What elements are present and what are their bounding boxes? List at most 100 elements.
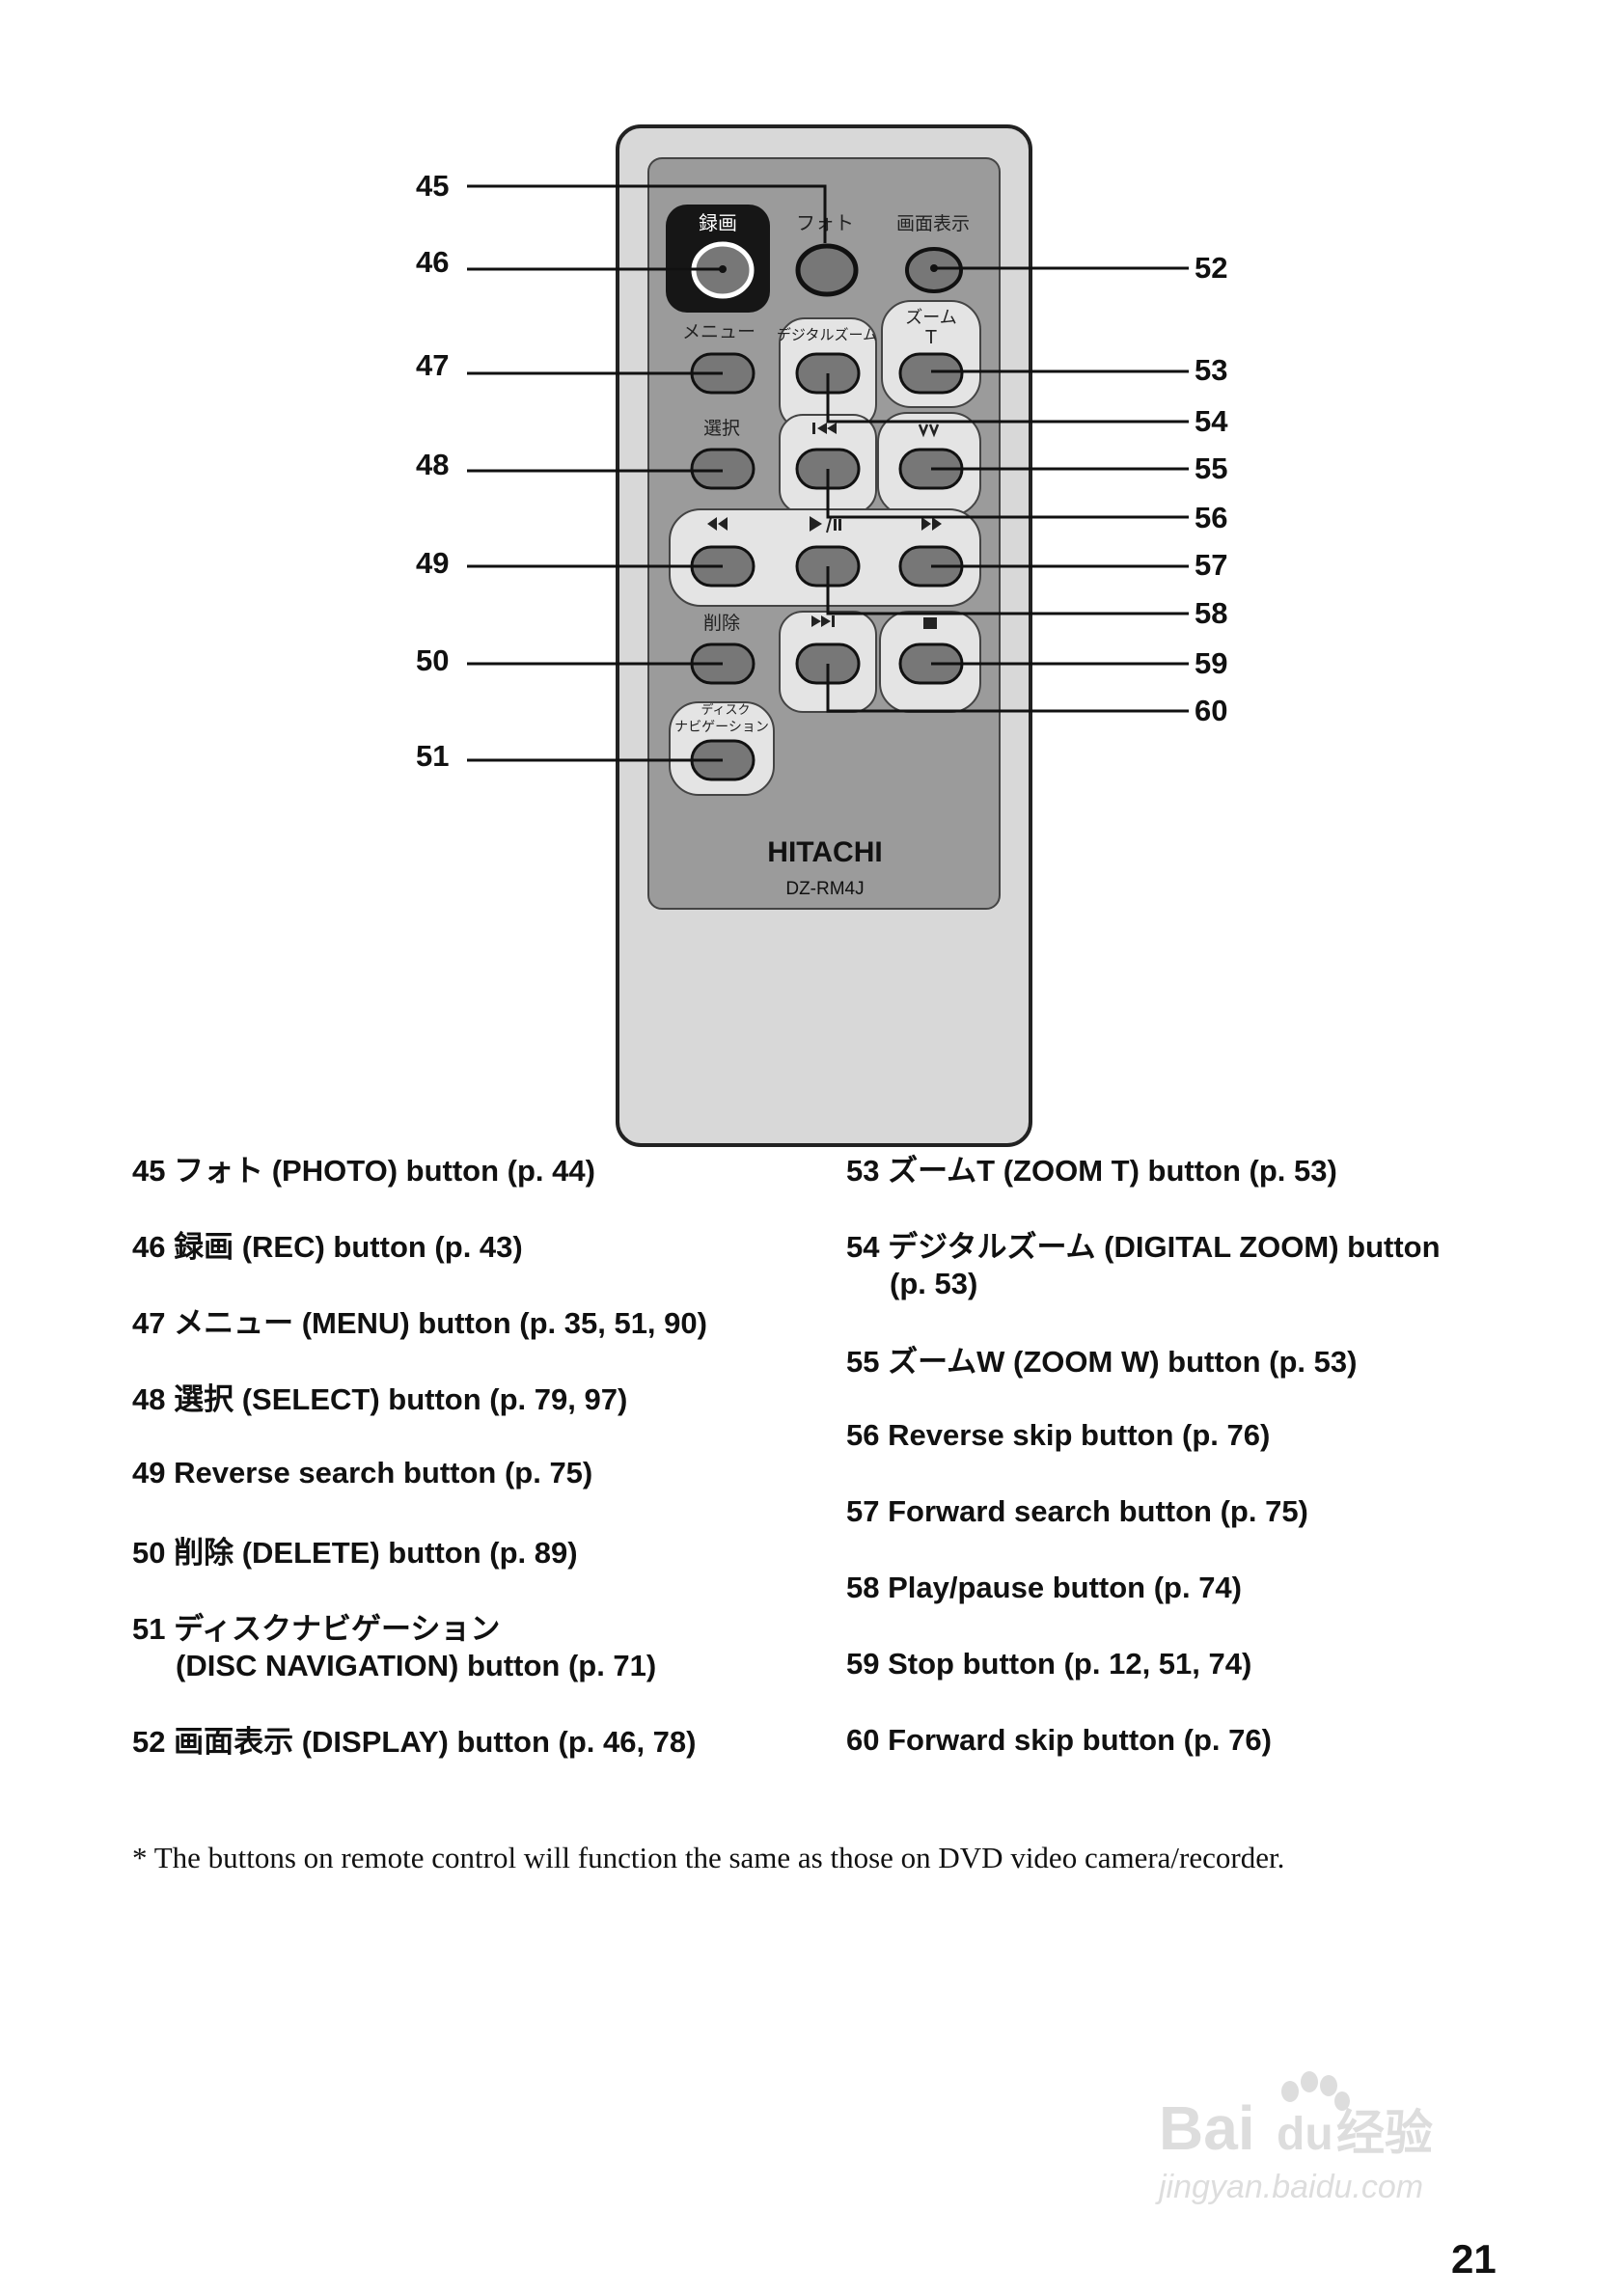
reverse-skip-icon bbox=[812, 423, 837, 434]
description-item: 59 Stop button (p. 12, 51, 74) bbox=[846, 1646, 1251, 1682]
forward-skip-icon bbox=[811, 615, 835, 627]
page-number: 21 bbox=[1451, 2236, 1497, 2282]
desc-number: 47 bbox=[132, 1306, 166, 1340]
desc-text: Reverse skip button (p. 76) bbox=[888, 1418, 1271, 1452]
desc-text: Reverse search button (p. 75) bbox=[174, 1456, 593, 1490]
description-item: 57 Forward search button (p. 75) bbox=[846, 1493, 1308, 1530]
description-item: 48 選択 (SELECT) button (p. 79, 97) bbox=[132, 1381, 627, 1418]
description-item: 56 Reverse skip button (p. 76) bbox=[846, 1417, 1270, 1454]
callout-56: 56 bbox=[1195, 501, 1227, 534]
callout-47: 47 bbox=[416, 348, 449, 382]
paw-icon bbox=[1281, 2071, 1350, 2111]
description-item: 52 画面表示 (DISPLAY) button (p. 46, 78) bbox=[132, 1724, 697, 1761]
callout-54: 54 bbox=[1195, 404, 1228, 438]
play-pause-icon bbox=[810, 516, 841, 533]
select-label: 選択 bbox=[703, 418, 740, 439]
display-label: 画面表示 bbox=[896, 213, 970, 234]
desc-text: 選択 (SELECT) button (p. 79, 97) bbox=[174, 1382, 628, 1416]
brand-logo: HITACHI bbox=[767, 836, 882, 868]
callout-52: 52 bbox=[1195, 251, 1227, 285]
desc-text: Stop button (p. 12, 51, 74) bbox=[888, 1647, 1252, 1681]
callout-45: 45 bbox=[416, 169, 449, 203]
desc-number: 46 bbox=[132, 1230, 166, 1264]
photo-button[interactable] bbox=[795, 243, 859, 297]
description-item: 51 ディスクナビゲーション (DISC NAVIGATION) button … bbox=[132, 1611, 656, 1684]
callout-leader-lines bbox=[467, 184, 1189, 762]
desc-text: フォト (PHOTO) button (p. 44) bbox=[174, 1154, 595, 1188]
disc-nav-label-top: ディスク bbox=[701, 702, 750, 717]
callout-57: 57 bbox=[1195, 548, 1227, 582]
rec-label: 録画 bbox=[699, 212, 737, 234]
zoom-t-label-top: ズーム bbox=[905, 308, 956, 327]
callout-58: 58 bbox=[1195, 596, 1227, 630]
forward-search-icon bbox=[921, 517, 942, 531]
zoom-t-button[interactable] bbox=[898, 352, 964, 395]
callout-60: 60 bbox=[1195, 694, 1227, 727]
description-item: 53 ズームT (ZOOM T) button (p. 53) bbox=[846, 1153, 1337, 1189]
desc-number: 55 bbox=[846, 1345, 880, 1379]
description-item: 49 Reverse search button (p. 75) bbox=[132, 1455, 592, 1491]
desc-number: 49 bbox=[132, 1456, 166, 1490]
watermark-url: jingyan.baidu.com bbox=[1155, 2169, 1423, 2205]
desc-continuation: (p. 53) bbox=[890, 1267, 978, 1300]
desc-number: 60 bbox=[846, 1723, 880, 1757]
description-item: 58 Play/pause button (p. 74) bbox=[846, 1570, 1242, 1606]
callout-anchor-dots bbox=[719, 264, 938, 273]
baidu-watermark: Bai du 经验 jingyan.baidu.com bbox=[1155, 2071, 1433, 2205]
callout-50: 50 bbox=[416, 643, 449, 677]
callout-59: 59 bbox=[1195, 646, 1227, 680]
desc-number: 54 bbox=[846, 1230, 880, 1264]
desc-number: 48 bbox=[132, 1382, 166, 1416]
description-item: 54 デジタルズーム (DIGITAL ZOOM) button (p. 53) bbox=[846, 1229, 1441, 1302]
desc-text: 録画 (REC) button (p. 43) bbox=[174, 1230, 523, 1264]
desc-text: ディスクナビゲーション bbox=[174, 1612, 501, 1646]
remote-control-diagram: 録画 フォト 画面表示 メニュー デジタルズーム ズーム T 選択 削除 ディス… bbox=[416, 124, 1228, 1147]
callouts-right: 52 53 54 55 56 57 58 59 60 bbox=[1195, 251, 1228, 727]
desc-text: 画面表示 (DISPLAY) button (p. 46, 78) bbox=[174, 1725, 697, 1759]
watermark-brand-3: 经验 bbox=[1336, 2105, 1433, 2161]
callout-46: 46 bbox=[416, 245, 449, 279]
reverse-search-icon bbox=[707, 517, 728, 531]
desc-number: 59 bbox=[846, 1647, 880, 1681]
description-item: 45 フォト (PHOTO) button (p. 44) bbox=[132, 1153, 595, 1189]
desc-text: Play/pause button (p. 74) bbox=[888, 1571, 1242, 1604]
footnote: * The buttons on remote control will fun… bbox=[132, 1841, 1285, 1874]
callout-55: 55 bbox=[1195, 451, 1227, 485]
desc-text: メニュー (MENU) button (p. 35, 51, 90) bbox=[174, 1306, 707, 1340]
desc-number: 53 bbox=[846, 1154, 880, 1188]
description-item: 47 メニュー (MENU) button (p. 35, 51, 90) bbox=[132, 1305, 707, 1342]
desc-number: 57 bbox=[846, 1494, 880, 1528]
disc-nav-label-bottom: ナビゲーション bbox=[674, 719, 769, 734]
description-item: 50 削除 (DELETE) button (p. 89) bbox=[132, 1535, 578, 1572]
desc-number: 52 bbox=[132, 1725, 166, 1759]
desc-number: 58 bbox=[846, 1571, 880, 1604]
desc-text: Forward skip button (p. 76) bbox=[888, 1723, 1272, 1757]
callout-51: 51 bbox=[416, 739, 449, 773]
menu-label: メニュー bbox=[682, 322, 756, 342]
callout-49: 49 bbox=[416, 546, 449, 580]
zoom-t-label-bottom: T bbox=[925, 327, 937, 348]
desc-text: ズームW (ZOOM W) button (p. 53) bbox=[888, 1345, 1358, 1379]
callouts-left: 45 46 47 48 49 50 51 bbox=[416, 169, 449, 773]
watermark-brand-2: du bbox=[1277, 2109, 1333, 2160]
desc-text: ズームT (ZOOM T) button (p. 53) bbox=[888, 1154, 1337, 1188]
model-label: DZ-RM4J bbox=[785, 879, 864, 899]
callout-48: 48 bbox=[416, 448, 449, 481]
description-item: 60 Forward skip button (p. 76) bbox=[846, 1722, 1272, 1759]
desc-text: デジタルズーム (DIGITAL ZOOM) button bbox=[888, 1230, 1441, 1264]
desc-number: 51 bbox=[132, 1612, 166, 1646]
desc-number: 50 bbox=[132, 1536, 166, 1570]
select-button[interactable] bbox=[690, 448, 756, 490]
desc-number: 56 bbox=[846, 1418, 880, 1452]
digital-zoom-label: デジタルズーム bbox=[777, 326, 877, 343]
desc-text: 削除 (DELETE) button (p. 89) bbox=[174, 1536, 578, 1570]
desc-continuation: (DISC NAVIGATION) button (p. 71) bbox=[176, 1649, 657, 1682]
callout-53: 53 bbox=[1195, 353, 1227, 387]
watermark-brand-1: Bai bbox=[1159, 2093, 1255, 2163]
delete-label: 削除 bbox=[703, 613, 740, 634]
description-item: 46 録画 (REC) button (p. 43) bbox=[132, 1229, 523, 1266]
desc-text: Forward search button (p. 75) bbox=[888, 1494, 1308, 1528]
description-item: 55 ズームW (ZOOM W) button (p. 53) bbox=[846, 1344, 1357, 1380]
desc-number: 45 bbox=[132, 1154, 166, 1188]
